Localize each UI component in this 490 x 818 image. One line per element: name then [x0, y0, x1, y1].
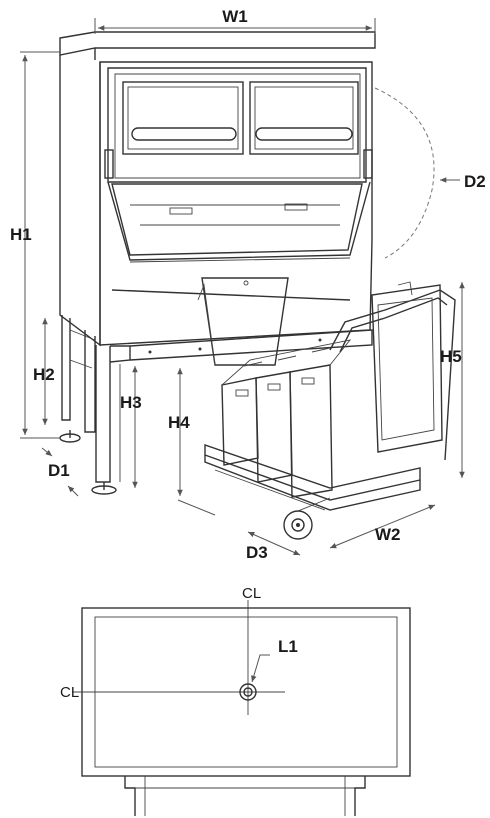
cart-bins	[221, 339, 352, 498]
centerline-label-top: CL	[242, 585, 261, 602]
label-w2: W2	[375, 525, 401, 544]
label-h5: H5	[440, 347, 462, 366]
label-w1: W1	[222, 7, 248, 26]
label-d1: D1	[48, 461, 70, 480]
label-h3: H3	[120, 393, 142, 412]
label-h4: H4	[168, 413, 190, 432]
ice-transport-cart	[204, 281, 456, 540]
ice-bin-cabinet	[59, 31, 435, 495]
label-h2: H2	[33, 365, 55, 384]
label-h1: H1	[10, 225, 32, 244]
centerline-label-left: CL	[60, 684, 79, 701]
dimension-lines	[20, 18, 465, 556]
plan-view	[72, 600, 411, 816]
label-d3: D3	[246, 543, 268, 562]
label-l1: L1	[278, 637, 298, 656]
label-d2: D2	[464, 172, 486, 191]
